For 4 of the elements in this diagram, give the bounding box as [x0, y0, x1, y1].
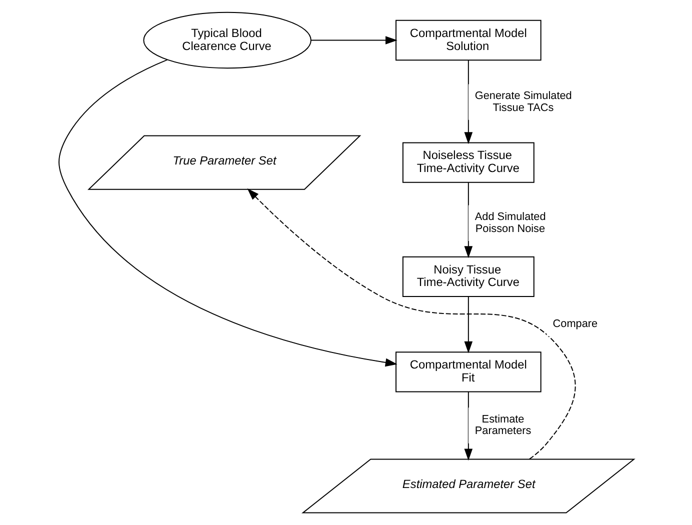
edge-label: Add Simulated Poisson Noise: [474, 210, 546, 235]
edge-label: Estimate Parameters: [474, 413, 531, 438]
edge-label: Generate Simulated Tissue TACs: [474, 90, 572, 114]
edge-label: Compare: [552, 318, 598, 330]
